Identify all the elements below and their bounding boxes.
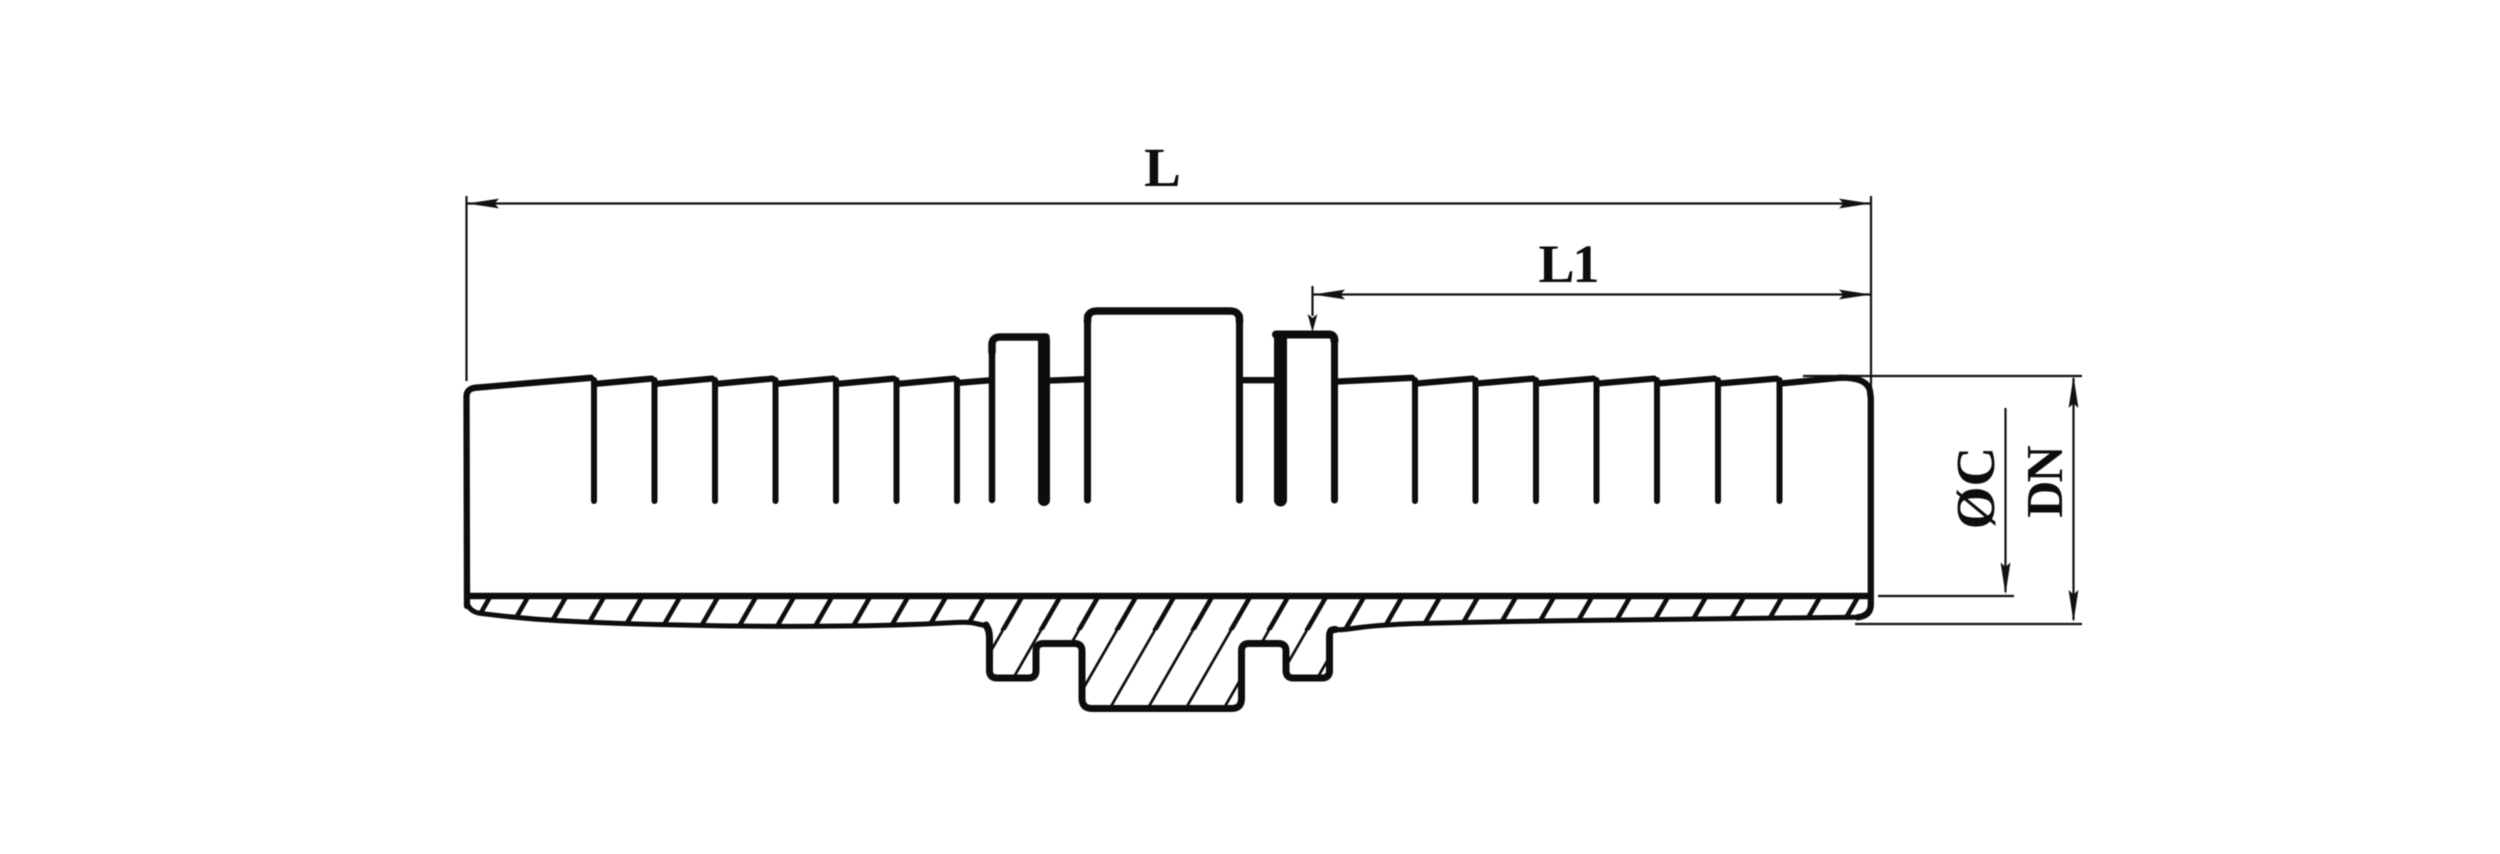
svg-text:L1: L1 [1538,234,1597,294]
svg-text:DN: DN [2017,446,2074,518]
svg-text:L: L [1144,137,1181,198]
svg-text:ØC: ØC [1945,447,2006,530]
